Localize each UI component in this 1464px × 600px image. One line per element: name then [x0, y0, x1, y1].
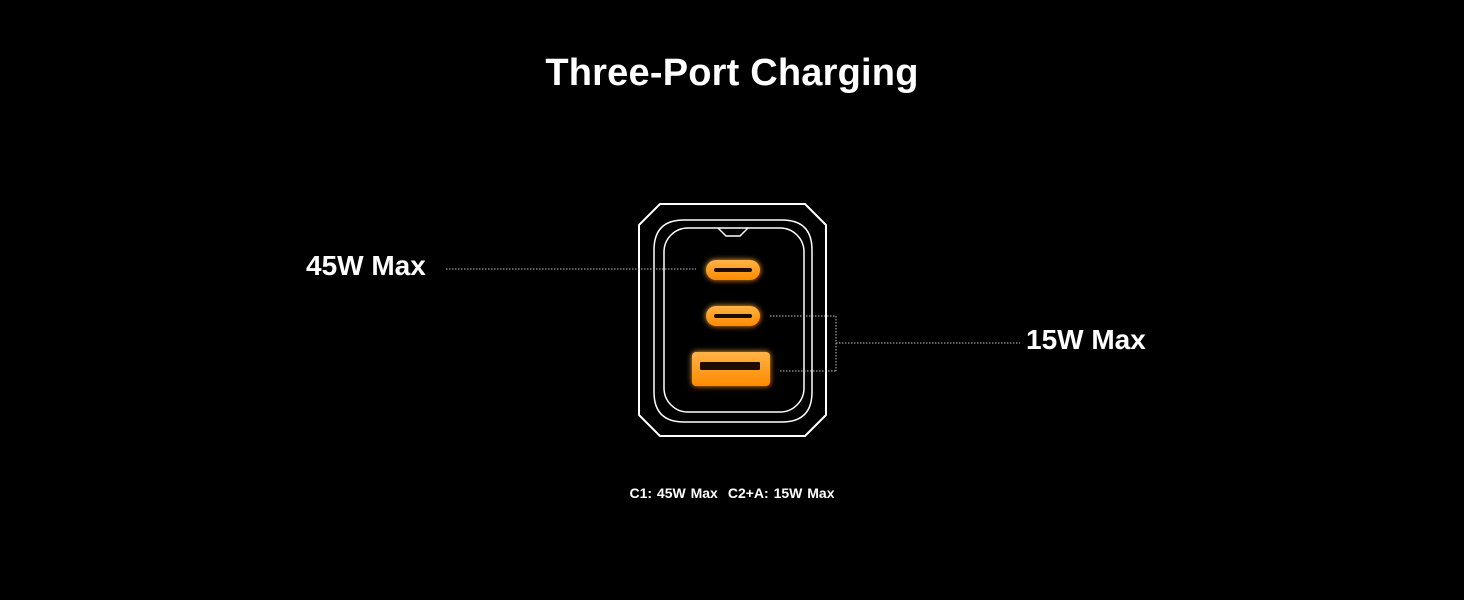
c2-a-power-label: 15W Max [1026, 324, 1146, 355]
usb-c-port-icon [706, 260, 760, 280]
charger-face-outline [653, 219, 813, 423]
charger-notch [717, 227, 749, 237]
c1-power-label: 45W Max [306, 250, 426, 281]
charger-outline-icon [638, 203, 827, 437]
page-title: Three-Port Charging [545, 52, 919, 94]
c2-a-bracket [770, 315, 1020, 372]
footnote-c2-a: C2+A: 15W Max [727, 485, 835, 501]
footnote-c1: C1: 45W Max [629, 485, 718, 501]
usb-a-port-icon [692, 352, 770, 386]
usb-c-port-icon [706, 306, 760, 326]
port-power-footnote: C1: 45W Max C2+A: 15W Max [0, 485, 1464, 501]
